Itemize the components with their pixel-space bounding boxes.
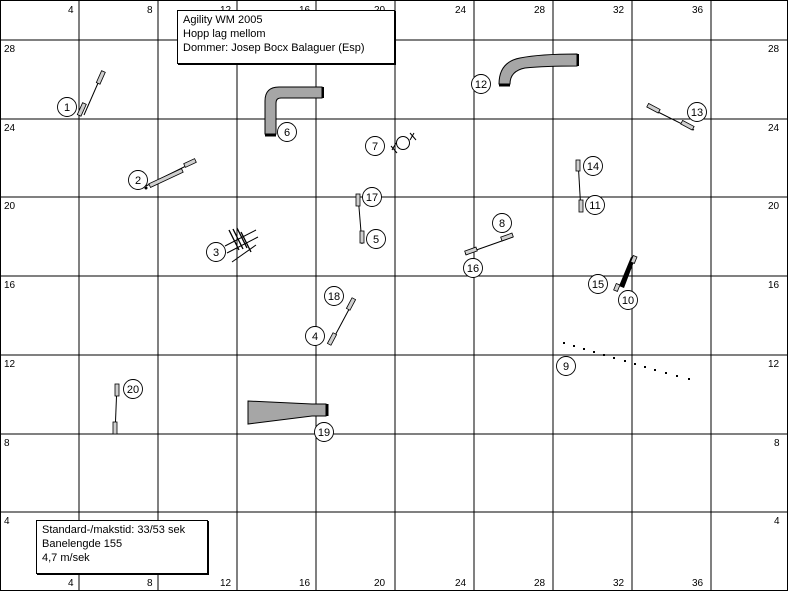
weave-poles-9 (563, 342, 690, 380)
obstacle-number-label: 11 (589, 200, 600, 212)
tunnel-19 (247, 400, 329, 425)
obstacle-number-label: 10 (622, 295, 634, 307)
obstacle-number-14: 14 (583, 156, 603, 176)
obstacle-number-label: 15 (592, 279, 604, 291)
speed: 4,7 m/sek (42, 552, 90, 564)
top-tick-label: 8 (147, 5, 153, 16)
obstacle-number-label: 3 (213, 247, 219, 259)
course-title-box: Agility WM 2005 Hopp lag mellom Dommer: … (177, 10, 395, 64)
left-tick-label: 16 (4, 280, 16, 291)
obstacle-number-5: 5 (366, 229, 386, 249)
obstacle-number-13: 13 (687, 102, 707, 122)
right-tick-label: 16 (768, 280, 780, 291)
jump-13 (646, 102, 695, 131)
obstacle-number-3: 3 (206, 242, 226, 262)
obstacle-number-label: 20 (127, 384, 139, 396)
bottom-axis-labels: 4 8 12 16 20 24 28 32 36 (68, 578, 704, 589)
obstacle-number-9: 9 (556, 356, 576, 376)
obstacle-number-11: 11 (585, 195, 605, 215)
obstacle-number-12: 12 (471, 74, 491, 94)
jump-11 (575, 159, 584, 213)
bottom-tick-label: 12 (220, 578, 232, 589)
obstacle-number-17: 17 (362, 187, 382, 207)
tyre-7 (390, 132, 417, 154)
bottom-tick-label: 28 (534, 578, 546, 589)
wall-10 (613, 254, 638, 292)
left-tick-label: 8 (4, 438, 10, 449)
obstacle-number-label: 7 (372, 141, 378, 153)
obstacle-number-markers: 1 2 3 4 5 6 7 8 (57, 74, 707, 442)
obstacle-number-2: 2 (128, 170, 148, 190)
bottom-tick-label: 32 (613, 578, 625, 589)
obstacle-number-label: 8 (499, 218, 505, 230)
bottom-tick-label: 4 (68, 578, 74, 589)
obstacle-number-18: 18 (324, 286, 344, 306)
right-tick-label: 20 (768, 201, 780, 212)
jump-1 (76, 70, 106, 117)
left-tick-label: 4 (4, 516, 10, 527)
top-tick-label: 28 (534, 5, 546, 16)
obstacle-number-label: 9 (563, 361, 569, 373)
top-tick-label: 32 (613, 5, 625, 16)
left-tick-label: 24 (4, 123, 16, 134)
judge-name: Dommer: Josep Bocx Balaguer (Esp) (183, 42, 365, 54)
obstacle-number-4: 4 (305, 326, 325, 346)
bottom-tick-label: 16 (299, 578, 311, 589)
obstacle-number-6: 6 (277, 122, 297, 142)
left-tick-label: 20 (4, 201, 16, 212)
jump-2 (144, 158, 197, 190)
obstacle-number-label: 5 (373, 234, 379, 246)
event-title: Agility WM 2005 (183, 14, 263, 26)
obstacle-number-label: 4 (312, 331, 318, 343)
top-tick-label: 36 (692, 5, 704, 16)
obstacle-number-label: 12 (475, 79, 487, 91)
obstacle-number-label: 19 (318, 427, 330, 439)
jump-5 (355, 193, 365, 245)
obstacle-number-16: 16 (463, 258, 483, 278)
obstacle-number-label: 16 (467, 263, 479, 275)
obstacle-number-label: 1 (64, 102, 70, 114)
obstacle-number-label: 18 (328, 291, 340, 303)
bottom-tick-label: 8 (147, 578, 153, 589)
jump-3 (224, 227, 259, 263)
right-tick-label: 12 (768, 359, 780, 370)
right-tick-label: 24 (768, 123, 780, 134)
top-tick-label: 4 (68, 5, 74, 16)
left-axis-labels: 28 24 20 16 12 8 4 (4, 44, 16, 527)
obstacle-number-8: 8 (492, 213, 512, 233)
tunnel-6 (264, 86, 324, 137)
course-length: Banelengde 155 (42, 538, 123, 550)
obstacle-number-7: 7 (365, 136, 385, 156)
obstacle-number-1: 1 (57, 97, 77, 117)
right-tick-label: 28 (768, 44, 780, 55)
bottom-tick-label: 20 (374, 578, 386, 589)
jump-4 (326, 297, 357, 346)
bottom-tick-label: 36 (692, 578, 704, 589)
right-tick-label: 4 (774, 516, 780, 527)
jump-8 (464, 232, 514, 256)
class-title: Hopp lag mellom (183, 28, 266, 40)
obstacle-number-label: 6 (284, 127, 290, 139)
top-tick-label: 24 (455, 5, 467, 16)
right-tick-label: 8 (774, 438, 780, 449)
obstacle-number-19: 19 (314, 422, 334, 442)
jump-20 (112, 383, 120, 435)
tunnel-12 (498, 53, 579, 87)
obstacle-number-label: 13 (691, 107, 703, 119)
obstacle-number-20: 20 (123, 379, 143, 399)
bottom-tick-label: 24 (455, 578, 467, 589)
obstacle-number-label: 14 (587, 161, 599, 173)
right-axis-labels: 28 24 20 16 12 8 4 (768, 44, 780, 527)
obstacle-number-label: 17 (366, 192, 378, 204)
left-tick-label: 28 (4, 44, 16, 55)
left-tick-label: 12 (4, 359, 16, 370)
standard-time: Standard-/makstid: 33/53 sek (42, 524, 186, 536)
course-info-box: Standard-/makstid: 33/53 sek Banelengde … (36, 520, 208, 574)
obstacle-number-label: 2 (135, 175, 141, 187)
obstacle-number-15: 15 (588, 274, 608, 294)
obstacle-number-10: 10 (618, 290, 638, 310)
